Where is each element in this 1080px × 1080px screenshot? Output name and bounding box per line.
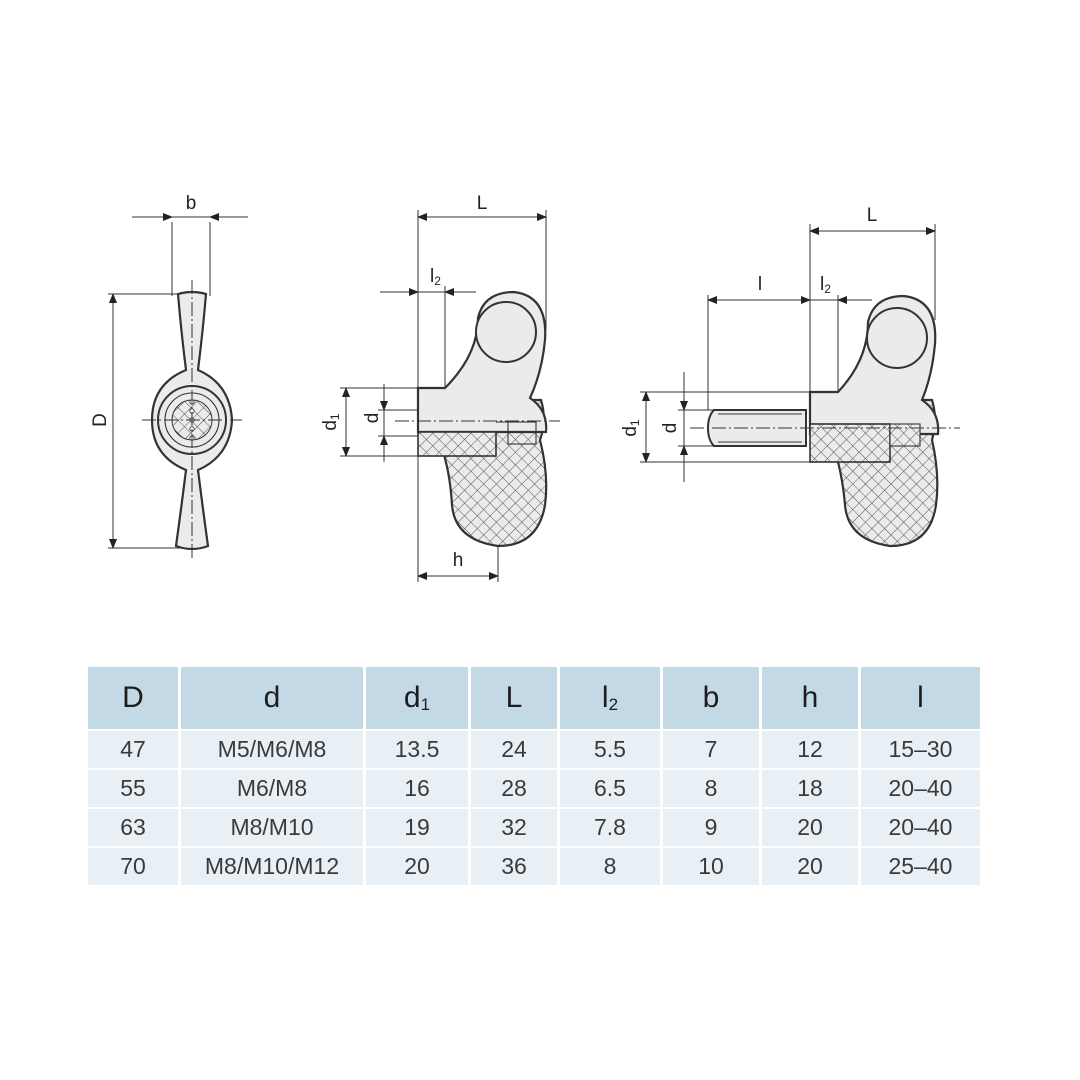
table-row: 47 M5/M6/M8 13.5 24 5.5 7 12 15–30 bbox=[88, 729, 980, 768]
table-row: 70 M8/M10/M12 20 36 8 10 20 25–40 bbox=[88, 846, 980, 885]
cell-D: 47 bbox=[88, 729, 181, 768]
cell-D: 63 bbox=[88, 807, 181, 846]
stud-view: L l l2 d1 d bbox=[620, 205, 960, 548]
front-view: b D bbox=[90, 193, 248, 560]
cell-b: 10 bbox=[663, 846, 762, 885]
header-l: l bbox=[861, 667, 980, 729]
cell-h: 20 bbox=[762, 807, 861, 846]
stud-label-d1: d1 bbox=[620, 419, 642, 437]
cell-b: 7 bbox=[663, 729, 762, 768]
cell-l: 20–40 bbox=[861, 807, 980, 846]
cell-h: 12 bbox=[762, 729, 861, 768]
cell-L: 32 bbox=[471, 807, 560, 846]
cell-d: M5/M6/M8 bbox=[181, 729, 366, 768]
header-b: b bbox=[663, 667, 762, 729]
header-d: d bbox=[181, 667, 366, 729]
stud-label-l: l bbox=[758, 274, 762, 295]
cell-l2: 8 bbox=[560, 846, 663, 885]
stud-label-l2: l2 bbox=[820, 274, 831, 296]
cell-l: 20–40 bbox=[861, 768, 980, 807]
cell-d1: 16 bbox=[366, 768, 471, 807]
stud-label-L: L bbox=[867, 205, 878, 226]
header-h: h bbox=[762, 667, 861, 729]
cell-L: 28 bbox=[471, 768, 560, 807]
cell-L: 36 bbox=[471, 846, 560, 885]
technical-drawing: b D L l2 d1 bbox=[90, 193, 960, 582]
cell-d: M6/M8 bbox=[181, 768, 366, 807]
cell-l2: 6.5 bbox=[560, 768, 663, 807]
cell-l: 15–30 bbox=[861, 729, 980, 768]
header-D: D bbox=[88, 667, 181, 729]
table-row: 55 M6/M8 16 28 6.5 8 18 20–40 bbox=[88, 768, 980, 807]
cell-h: 18 bbox=[762, 768, 861, 807]
cell-l: 25–40 bbox=[861, 846, 980, 885]
side-view: L l2 d1 d h bbox=[320, 193, 560, 582]
side-label-L: L bbox=[477, 193, 488, 214]
label-b: b bbox=[186, 193, 197, 214]
header-l2: l2 bbox=[560, 667, 663, 729]
cell-l2: 5.5 bbox=[560, 729, 663, 768]
label-D: D bbox=[90, 413, 111, 427]
table-row: 63 M8/M10 19 32 7.8 9 20 20–40 bbox=[88, 807, 980, 846]
cell-b: 9 bbox=[663, 807, 762, 846]
side-label-l2: l2 bbox=[430, 266, 441, 288]
header-d1: d1 bbox=[366, 667, 471, 729]
dimension-table: D d d1 L l2 b h l 47 M5/M6/M8 13.5 24 5.… bbox=[88, 667, 980, 885]
cell-l2: 7.8 bbox=[560, 807, 663, 846]
cell-D: 70 bbox=[88, 846, 181, 885]
header-L: L bbox=[471, 667, 560, 729]
cell-L: 24 bbox=[471, 729, 560, 768]
side-label-d1: d1 bbox=[320, 413, 342, 431]
cell-d1: 20 bbox=[366, 846, 471, 885]
cell-d: M8/M10 bbox=[181, 807, 366, 846]
table-header-row: D d d1 L l2 b h l bbox=[88, 667, 980, 729]
cell-d1: 13.5 bbox=[366, 729, 471, 768]
cell-d1: 19 bbox=[366, 807, 471, 846]
stud-label-d: d bbox=[660, 423, 681, 434]
cell-D: 55 bbox=[88, 768, 181, 807]
cell-h: 20 bbox=[762, 846, 861, 885]
cell-b: 8 bbox=[663, 768, 762, 807]
side-label-h: h bbox=[453, 550, 464, 571]
side-label-d: d bbox=[362, 413, 383, 424]
cell-d: M8/M10/M12 bbox=[181, 846, 366, 885]
